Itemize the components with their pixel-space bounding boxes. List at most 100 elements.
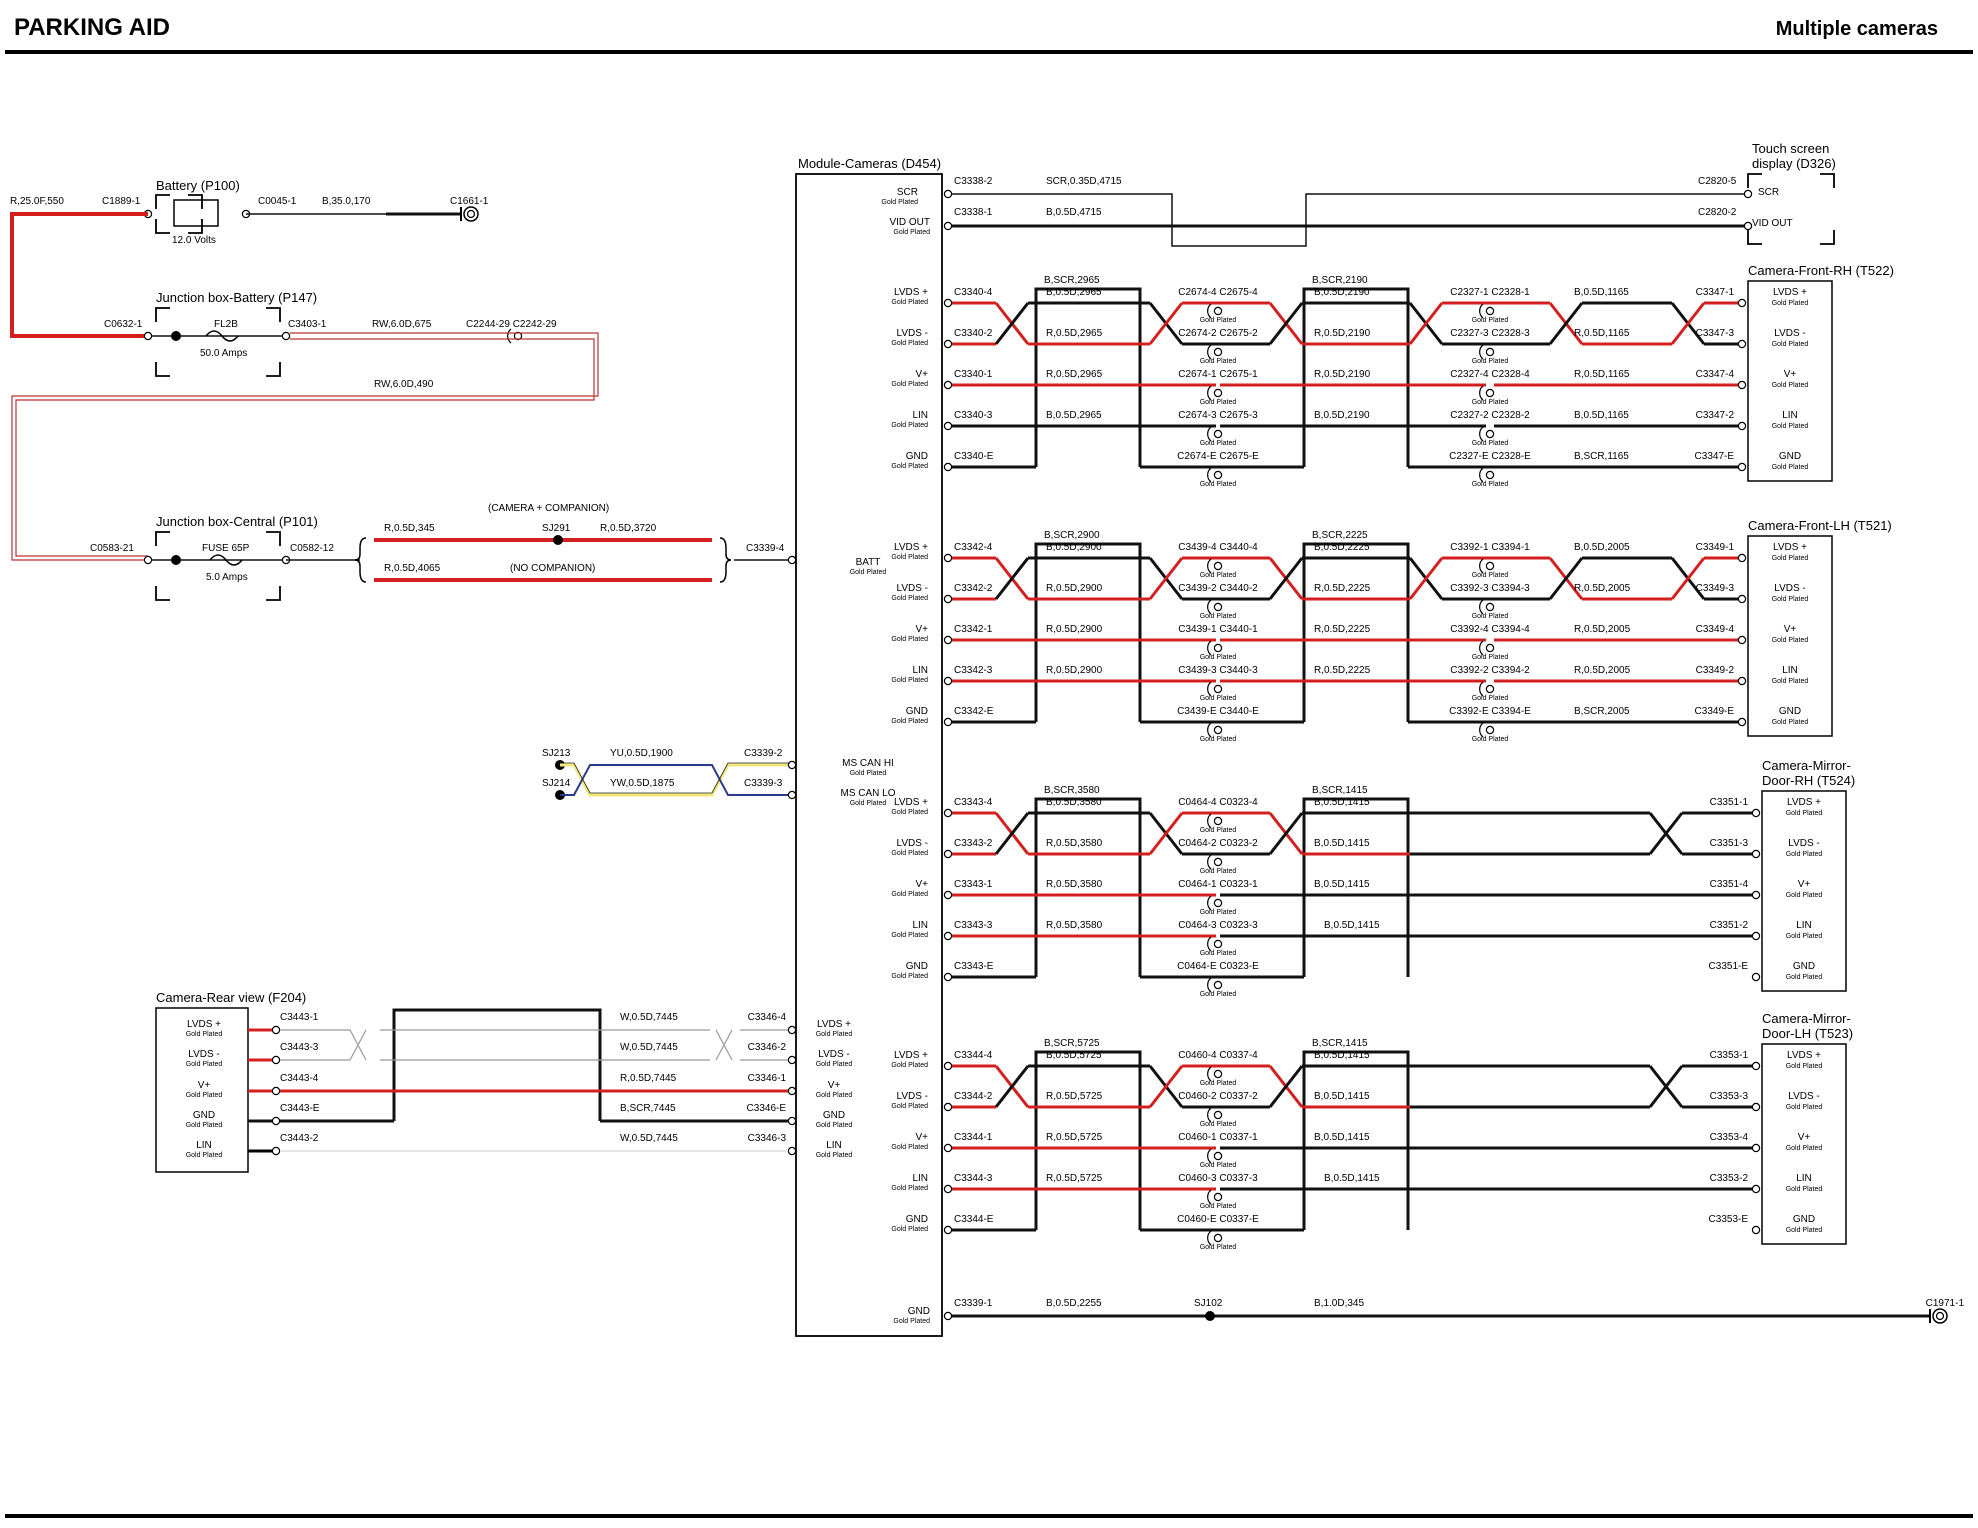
splice-dot bbox=[171, 331, 181, 341]
gold-plated-label: Gold Plated bbox=[891, 463, 928, 470]
connector-label: C3347-4 bbox=[1696, 369, 1735, 380]
terminal bbox=[943, 635, 953, 645]
inline-connector bbox=[1213, 306, 1223, 316]
connector-label: C3392-E C3394-E bbox=[1449, 706, 1531, 717]
connector-label: C3351-4 bbox=[1710, 879, 1749, 890]
gold-plated-label: Gold Plated bbox=[1200, 1162, 1237, 1169]
inline-connector bbox=[1213, 725, 1223, 735]
connector-label: C3443-3 bbox=[280, 1042, 319, 1053]
connector-label: C2327-4 C2328-4 bbox=[1450, 369, 1530, 380]
module-pin-label: LVDS - bbox=[897, 583, 929, 594]
connector-label: C2327-E C2328-E bbox=[1449, 451, 1531, 462]
camera-pin-label: V+ bbox=[1784, 624, 1797, 635]
module-pin-label: MS CAN LO bbox=[840, 788, 895, 799]
wire-label: B,0.5D,2190 bbox=[1314, 410, 1370, 421]
jb-battery-name: Junction box-Battery (P147) bbox=[156, 290, 317, 305]
camera-name: Camera-Front-RH (T522) bbox=[1748, 263, 1894, 278]
twisted-pair-cross bbox=[1148, 812, 1184, 855]
gold-plated-label: Gold Plated bbox=[816, 1092, 853, 1099]
inline-connector bbox=[1213, 347, 1223, 357]
shield-label: B,SCR,2225 bbox=[1312, 530, 1368, 541]
camera-pin-label: LVDS + bbox=[1787, 797, 1821, 808]
connector-bracket bbox=[1207, 640, 1212, 656]
splice-label: SJ214 bbox=[542, 778, 571, 789]
connector-label: C2820-2 bbox=[1698, 207, 1737, 218]
twisted-pair-cross bbox=[1268, 1065, 1304, 1108]
connector-bracket bbox=[1207, 1230, 1212, 1246]
camera-name: Camera-Mirror- bbox=[1762, 1011, 1851, 1026]
terminal bbox=[787, 760, 797, 770]
terminal bbox=[1737, 717, 1747, 727]
connector-label: C3349-3 bbox=[1696, 583, 1735, 594]
connector-label: C1971-1 bbox=[1926, 1298, 1965, 1309]
shield-label: B,SCR,2900 bbox=[1044, 530, 1100, 541]
module-pin-label: V+ bbox=[915, 624, 928, 635]
wire-label: R,0.5D,2005 bbox=[1574, 583, 1631, 594]
gold-plated-label: Gold Plated bbox=[1200, 827, 1237, 834]
gold-plated-label: Gold Plated bbox=[850, 569, 887, 576]
module-pin-label: GND bbox=[906, 1214, 928, 1225]
connector-bracket bbox=[1479, 558, 1484, 574]
wire-label: R,0.5D,3580 bbox=[1046, 838, 1103, 849]
twisted-pair-cross bbox=[1268, 302, 1304, 345]
gold-plated-label: Gold Plated bbox=[1786, 974, 1823, 981]
module-pin-label: LVDS + bbox=[894, 287, 928, 298]
module-pin-label: V+ bbox=[915, 1132, 928, 1143]
terminal bbox=[943, 1184, 953, 1194]
connector-label: C0464-E C0323-E bbox=[1177, 961, 1259, 972]
fuse-label: FL2B bbox=[214, 319, 238, 330]
wire-label: R,0.5D,3580 bbox=[1046, 920, 1103, 931]
twisted-pair-cross bbox=[1408, 557, 1444, 600]
shield-wire bbox=[1034, 287, 1142, 467]
wire-label: B,0.5D,5725 bbox=[1046, 1050, 1102, 1061]
wire-label: B,SCR,7445 bbox=[620, 1103, 676, 1114]
connector-label: C3353-3 bbox=[1710, 1091, 1749, 1102]
module-pin-label: SCR bbox=[897, 187, 918, 198]
shield-wire bbox=[1302, 542, 1410, 722]
connector-label: C3349-2 bbox=[1696, 665, 1735, 676]
jb-battery-box-corner bbox=[155, 362, 170, 377]
wire-label: YU,0.5D,1900 bbox=[610, 748, 673, 759]
connector-label: C3342-2 bbox=[954, 583, 993, 594]
gold-plated-label: Gold Plated bbox=[891, 677, 928, 684]
camera-pin-label: LVDS - bbox=[188, 1049, 220, 1060]
terminal bbox=[943, 931, 953, 941]
wire-label: W,0.5D,7445 bbox=[620, 1012, 678, 1023]
gold-plated-label: Gold Plated bbox=[1472, 695, 1509, 702]
module-pin-label: GND bbox=[906, 706, 928, 717]
inline-connector bbox=[1485, 388, 1495, 398]
connector-label: C0460-4 C0337-4 bbox=[1178, 1050, 1258, 1061]
camera-pin-label: LVDS - bbox=[1774, 583, 1806, 594]
connector-bracket bbox=[1207, 854, 1212, 870]
wire-label: SCR,0.35D,4715 bbox=[1046, 176, 1122, 187]
camera-box bbox=[1761, 1043, 1847, 1245]
touch-pin-label: VID OUT bbox=[1752, 218, 1793, 229]
twisted-pair-cross bbox=[715, 1029, 733, 1061]
connector-label: C3346-1 bbox=[748, 1073, 787, 1084]
gold-plated-label: Gold Plated bbox=[891, 891, 928, 898]
terminal bbox=[271, 1055, 281, 1065]
gold-plated-label: Gold Plated bbox=[1786, 1186, 1823, 1193]
connector-label: C3353-1 bbox=[1710, 1050, 1749, 1061]
connector-bracket bbox=[1207, 681, 1212, 697]
inline-connector bbox=[1213, 684, 1223, 694]
gold-plated-label: Gold Plated bbox=[1200, 950, 1237, 957]
connector-bracket bbox=[1207, 722, 1212, 738]
terminal bbox=[787, 1055, 797, 1065]
connector-label: C3347-3 bbox=[1696, 328, 1735, 339]
twisted-pair-cross bbox=[1148, 302, 1184, 345]
twisted-pair-cross bbox=[1648, 812, 1684, 855]
wire-label: R,25.0F,550 bbox=[10, 196, 64, 207]
inline-connector bbox=[1213, 429, 1223, 439]
module-pin-label: V+ bbox=[915, 879, 928, 890]
module-box bbox=[795, 173, 943, 1337]
connector-bracket bbox=[1479, 640, 1484, 656]
scr-wire bbox=[952, 193, 1744, 247]
gold-plated-label: Gold Plated bbox=[1200, 1080, 1237, 1087]
module-pin-label: MS CAN HI bbox=[842, 758, 894, 769]
shield-label: B,SCR,1415 bbox=[1312, 1038, 1368, 1049]
terminal bbox=[271, 1116, 281, 1126]
connector-label: C0460-3 C0337-3 bbox=[1178, 1173, 1258, 1184]
gold-plated-label: Gold Plated bbox=[891, 340, 928, 347]
wire-label: B,35.0,170 bbox=[322, 196, 371, 207]
